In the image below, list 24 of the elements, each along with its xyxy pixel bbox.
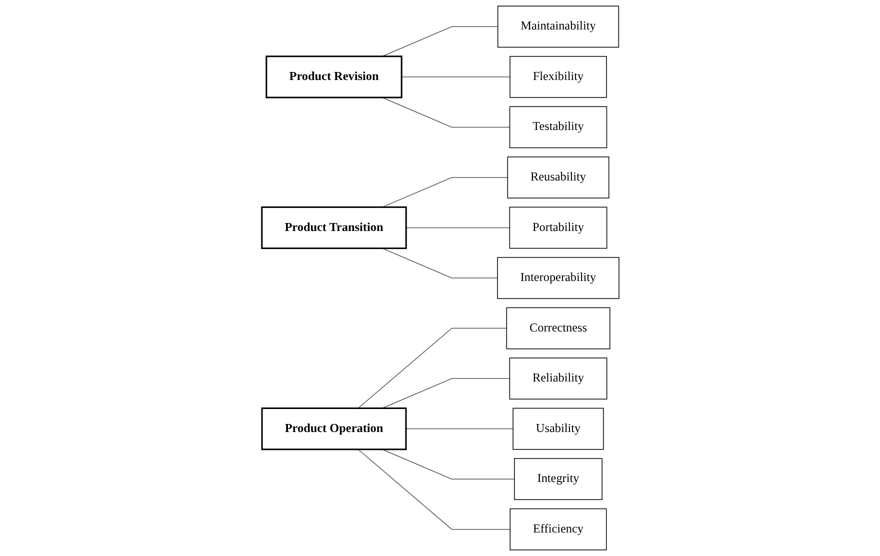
- node-box: Efficiency: [509, 508, 606, 550]
- connector: [405, 428, 513, 430]
- node-box: Usability: [512, 408, 604, 450]
- node-box: Correctness: [506, 307, 610, 350]
- node-box: Product Operation: [260, 407, 406, 450]
- connector: [400, 76, 510, 78]
- node-box: Integrity: [514, 458, 602, 500]
- node-box: Reusability: [506, 156, 609, 198]
- node-box: Reliability: [508, 358, 607, 400]
- node-box: Product Transition: [260, 206, 406, 250]
- connector: [381, 177, 508, 208]
- connector: [357, 328, 507, 409]
- connector: [381, 378, 510, 409]
- node-box: Interoperability: [496, 257, 619, 299]
- connector: [405, 227, 510, 228]
- node-box: Product Revision: [265, 56, 402, 98]
- node-box: Portability: [508, 206, 607, 249]
- node-box: Flexibility: [509, 56, 606, 98]
- connector: [381, 248, 498, 278]
- node-box: Maintainability: [497, 6, 619, 48]
- connector: [357, 449, 510, 530]
- node-box: Testability: [508, 106, 607, 148]
- connector: [381, 97, 510, 128]
- connector: [381, 449, 514, 480]
